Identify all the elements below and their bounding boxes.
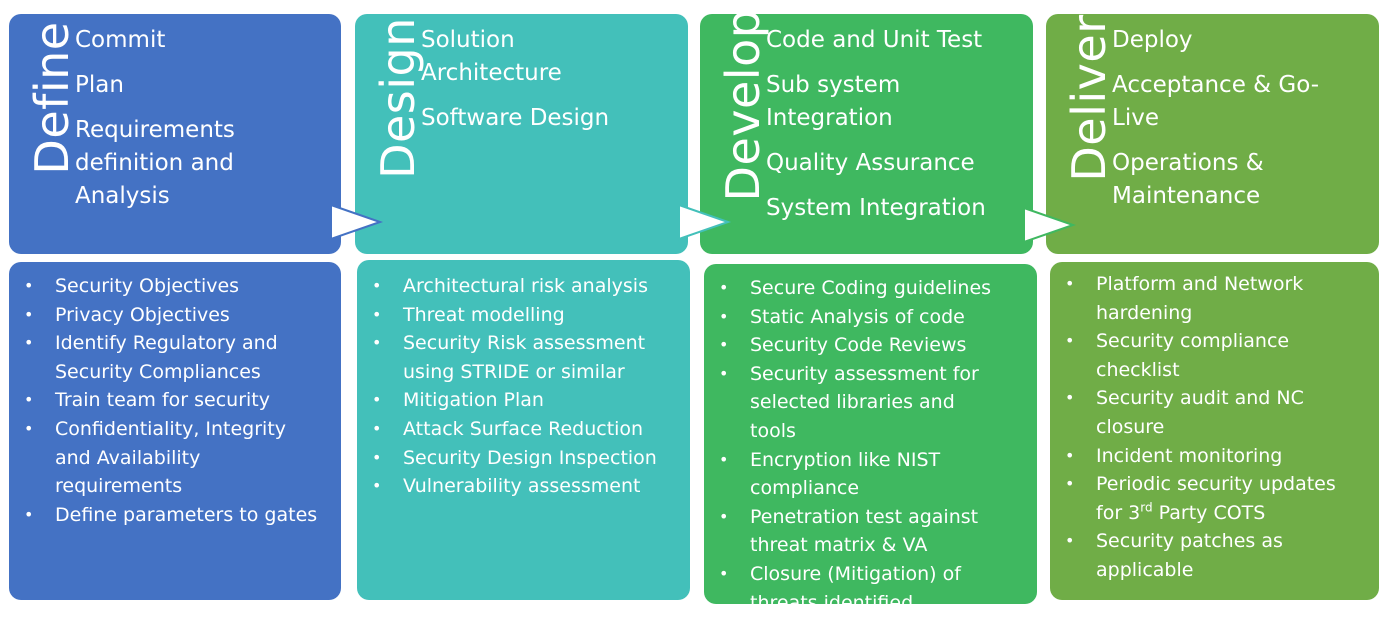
step-item: Deploy xyxy=(1112,27,1193,53)
activity-item: Confidentiality, Integrity and Availabil… xyxy=(24,415,305,501)
activity-item: Periodic security updates for 3rd Party … xyxy=(1065,470,1346,527)
activity-item: Security audit and NC closure xyxy=(1065,384,1316,441)
phase-steps: Deploy Acceptance & Go-Live Operations &… xyxy=(1112,24,1342,225)
step-item: Solution Architecture xyxy=(421,27,562,86)
activity-text: Periodic security updates for 3 xyxy=(1096,473,1336,524)
activity-item: Encryption like NIST compliance xyxy=(719,446,950,503)
activity-item: Mitigation Plan xyxy=(372,386,663,415)
step-item: Quality Assurance xyxy=(766,150,975,176)
step-item: Commit xyxy=(75,27,166,53)
activity-list: Platform and Network hardening Security … xyxy=(1065,270,1341,585)
activity-item: Closure (Mitigation) of threats identifi… xyxy=(719,560,980,617)
define-phase-box: Define Commit Plan Requirements definiti… xyxy=(9,14,341,254)
design-activities-box: Architectural risk analysis Threat model… xyxy=(357,260,690,600)
phase-steps: Solution Architecture Software Design xyxy=(421,24,621,147)
activity-item: Threat modelling xyxy=(372,301,663,330)
activity-item: Platform and Network hardening xyxy=(1065,270,1326,327)
activity-item: Vulnerability assessment xyxy=(372,472,663,501)
superscript: rd xyxy=(1140,500,1153,515)
step-item: Operations & Maintenance xyxy=(1112,150,1264,209)
step-item: Requirements definition and Analysis xyxy=(75,117,235,209)
arrow-design-to-develop-icon xyxy=(678,203,732,241)
deliver-activities-box: Platform and Network hardening Security … xyxy=(1050,262,1379,600)
deliver-phase-box: Deliver Deploy Acceptance & Go-Live Oper… xyxy=(1046,14,1379,254)
define-activities-box: Security Objectives Privacy Objectives I… xyxy=(9,262,341,600)
phase-title: Define xyxy=(25,21,79,175)
activity-list: Secure Coding guidelines Static Analysis… xyxy=(719,274,1005,617)
develop-activities-box: Secure Coding guidelines Static Analysis… xyxy=(704,264,1037,614)
phase-title: Design xyxy=(371,17,425,179)
activity-item: Security Design Inspection xyxy=(372,444,663,473)
phase-title: Develop xyxy=(716,8,770,202)
activity-item: Penetration test against threat matrix &… xyxy=(719,503,990,560)
activity-item: Architectural risk analysis xyxy=(372,272,663,301)
activity-item: Security assessment for selected librari… xyxy=(719,360,985,446)
activity-list: Security Objectives Privacy Objectives I… xyxy=(24,272,325,530)
activity-item: Security compliance checklist xyxy=(1065,327,1296,384)
arrow-develop-to-deliver-icon xyxy=(1023,206,1077,244)
phase-steps: Commit Plan Requirements definition and … xyxy=(75,24,325,225)
activity-item: Security Code Reviews xyxy=(719,331,1005,360)
phase-title: Deliver xyxy=(1062,14,1116,182)
activity-item: Static Analysis of code xyxy=(719,303,1005,332)
activity-item: Privacy Objectives xyxy=(24,301,325,330)
step-item: Plan xyxy=(75,72,124,98)
phase-steps: Code and Unit Test Sub system Integratio… xyxy=(766,24,1026,237)
step-item: System Integration xyxy=(766,195,986,221)
activity-item: Secure Coding guidelines xyxy=(719,274,1005,303)
design-phase-box: Design Solution Architecture Software De… xyxy=(355,14,688,254)
activity-item: Define parameters to gates xyxy=(24,501,325,530)
activity-item: Security patches as applicable xyxy=(1065,527,1296,584)
activity-item: Train team for security xyxy=(24,386,325,415)
activity-list: Architectural risk analysis Threat model… xyxy=(372,272,663,501)
step-item: Sub system Integration xyxy=(766,72,901,131)
develop-phase-box: Develop Code and Unit Test Sub system In… xyxy=(700,8,1033,254)
activity-item: Security Objectives xyxy=(24,272,325,301)
arrow-define-to-design-icon xyxy=(330,203,384,241)
step-item: Software Design xyxy=(421,105,610,131)
activity-item: Security Risk assessment using STRIDE or… xyxy=(372,329,648,386)
activity-item: Identify Regulatory and Security Complia… xyxy=(24,329,325,386)
activity-item: Incident monitoring xyxy=(1065,442,1341,471)
activity-item: Attack Surface Reduction xyxy=(372,415,663,444)
step-item: Code and Unit Test xyxy=(766,27,983,53)
activity-text-suffix: Party COTS xyxy=(1152,501,1266,524)
step-item: Acceptance & Go-Live xyxy=(1112,72,1320,131)
